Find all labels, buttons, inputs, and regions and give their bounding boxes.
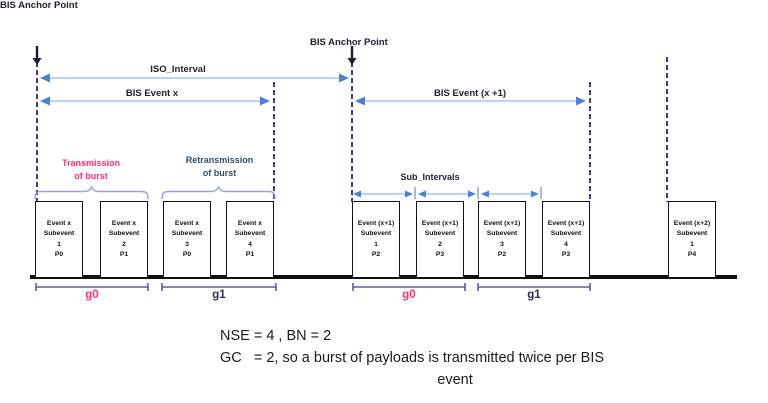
box-line: P2 <box>497 250 507 258</box>
box-line: Event (x+2) <box>673 220 711 228</box>
transmission-of-burst-label: Transmission of burst <box>46 157 136 182</box>
g0-label-event-x1: g0 <box>402 289 416 301</box>
box-line: 1 <box>57 240 61 248</box>
iso-interval-arrow-head-left <box>40 73 50 83</box>
sub-interval-arrow-3-head-right <box>531 190 539 198</box>
box-line: P4 <box>687 250 697 258</box>
box-line: Event (x+1) <box>483 220 521 228</box>
bis-event-x-arrow-head-left <box>40 96 50 106</box>
retransmission-brace <box>161 185 276 200</box>
retransmission-line-1: Retransmission <box>185 155 254 165</box>
box-line: P0 <box>54 250 64 258</box>
box-line: 1 <box>374 240 378 248</box>
box-line: Subevent <box>108 230 140 238</box>
bis-event-x1-arrow-head-left <box>355 96 365 106</box>
anchor1-arrow-head <box>32 58 42 65</box>
box-line: 1 <box>690 240 694 248</box>
box-line: Subevent <box>171 230 203 238</box>
sub-interval-arrow-2-head-left <box>418 190 426 198</box>
box-line: Subevent <box>360 230 392 238</box>
box-line: Event (x+1) <box>357 220 395 228</box>
note-nse-bn: NSE = 4 , BN = 2 <box>220 328 332 344</box>
box-line: 3 <box>185 240 189 248</box>
box-line: Event x <box>46 220 72 228</box>
transmission-line-1: Transmission <box>61 158 121 168</box>
g1-label-event-x1: g1 <box>527 289 541 301</box>
g0-span-event-x <box>35 283 149 291</box>
bis-event-x1-label: BIS Event (x +1) <box>433 88 507 99</box>
box-line: Subevent <box>486 230 518 238</box>
box-line: P1 <box>245 250 255 258</box>
box-line: P0 <box>182 250 192 258</box>
g1-span-event-x1 <box>477 283 591 291</box>
bis-event-x1-arrow-head-right <box>576 96 586 106</box>
iso-interval-label: ISO_Interval <box>150 64 206 75</box>
box-line: Subevent <box>424 230 456 238</box>
box-line: Subevent <box>550 230 582 238</box>
iso-interval-arrow-head-right <box>339 73 349 83</box>
sub-intervals-label: Sub_Intervals <box>400 172 460 182</box>
sub-interval-arrow-3-head-left <box>481 190 489 198</box>
bis-event-x-arrow-head-right <box>260 96 270 106</box>
bis-anchor-point-label-1: BIS Anchor Point <box>0 0 78 11</box>
box-line: P1 <box>119 250 129 258</box>
box-line: P2 <box>371 250 381 258</box>
g0-span-event-x1 <box>352 283 466 291</box>
note-gc: GC = 2, so a burst of payloads is transm… <box>220 350 605 366</box>
box-line: P3 <box>561 250 571 258</box>
bis-anchor-point-label-2: BIS Anchor Point <box>310 37 388 48</box>
retransmission-of-burst-label: Retransmission of burst <box>172 154 267 179</box>
box-line: Subevent <box>676 230 708 238</box>
transmission-line-2: of burst <box>74 170 108 181</box>
box-line: 4 <box>564 240 568 248</box>
bis-event-x-label: BIS Event x <box>125 88 179 99</box>
g1-label-event-x: g1 <box>212 289 226 301</box>
box-line: Event x <box>111 220 137 228</box>
g0-label-event-x: g0 <box>85 289 99 301</box>
anchor2-arrow-head <box>347 58 357 65</box>
box-line: Event x <box>237 220 263 228</box>
box-line: Event (x+1) <box>421 220 459 228</box>
retransmission-line-2: of burst <box>202 167 237 178</box>
box-line: Subevent <box>234 230 266 238</box>
sub-interval-arrow-1-head-left <box>353 190 361 198</box>
sub-interval-arrow-1-head-right <box>405 190 413 198</box>
box-line: Event x <box>174 220 200 228</box>
box-line: 3 <box>500 240 504 248</box>
box-line: 4 <box>248 240 252 248</box>
sub-interval-arrow-2-head-right <box>468 190 476 198</box>
box-line: 2 <box>122 240 126 248</box>
box-line: Event (x+1) <box>547 220 585 228</box>
transmission-brace <box>34 185 149 200</box>
g1-span-event-x <box>161 283 277 291</box>
box-line: Subevent <box>43 230 75 238</box>
note-event: event <box>437 372 473 388</box>
box-line: 2 <box>438 240 442 248</box>
box-line: P3 <box>435 250 445 258</box>
